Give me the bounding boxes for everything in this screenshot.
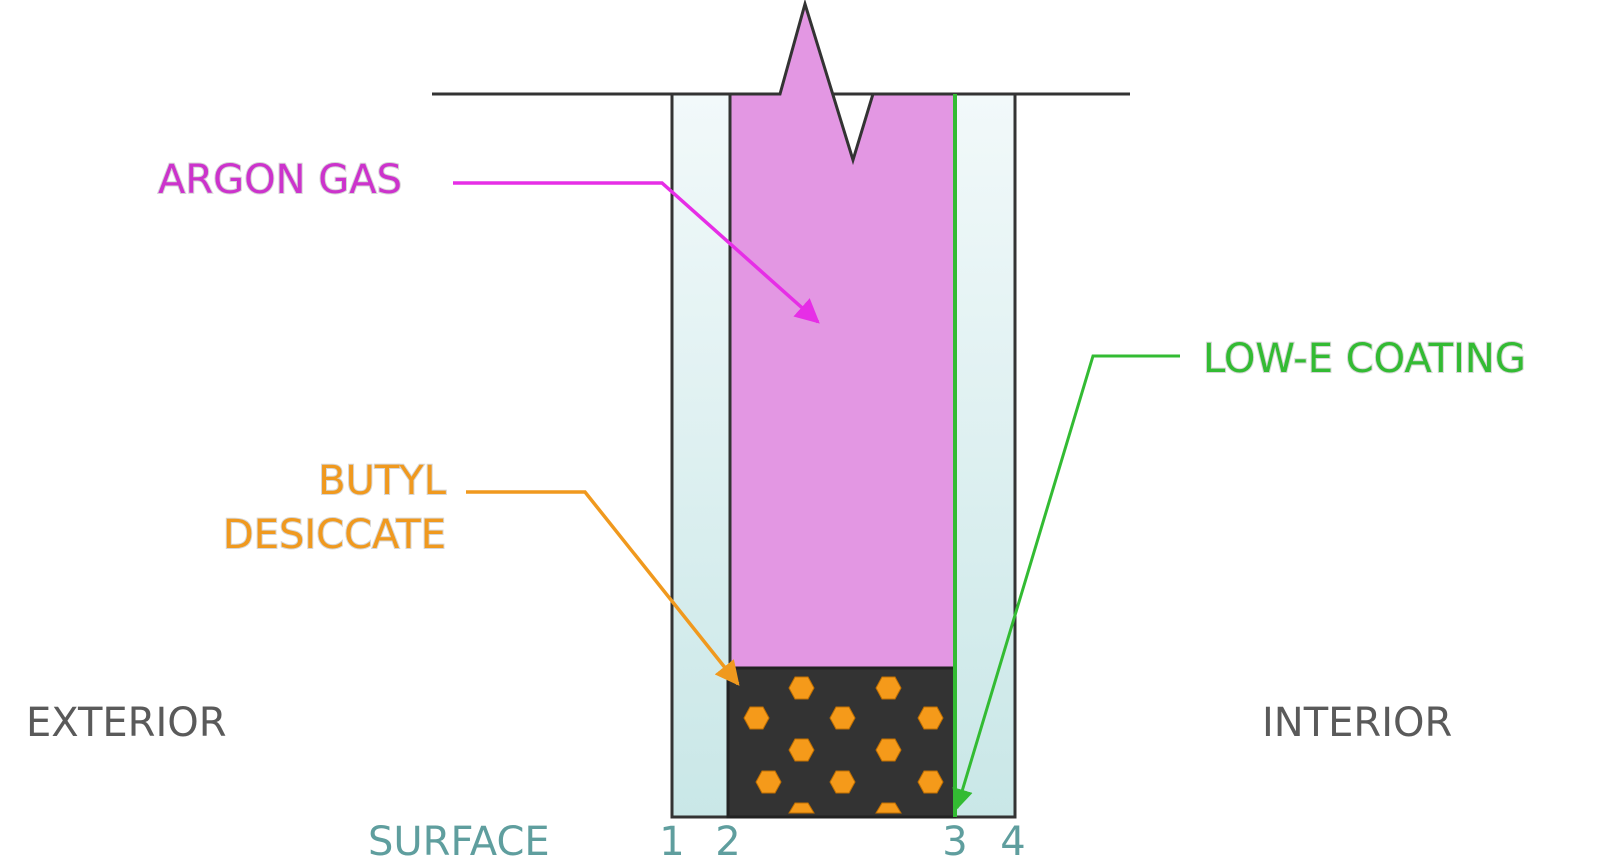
desiccant-granule: [829, 706, 856, 730]
desiccant-granule: [917, 770, 944, 794]
butyl-leader-arrow: [466, 490, 740, 686]
low-e-coating-label: LOW-E COATING: [1203, 336, 1526, 382]
surface-number-4: 4: [1000, 819, 1025, 858]
surface-number-2: 2: [715, 819, 740, 858]
butyl-label-line1: BUTYL: [318, 458, 447, 504]
desiccant-granule: [917, 706, 944, 730]
butyl-label-line2: DESICCATE: [223, 512, 446, 558]
desiccant-granules: [743, 676, 944, 814]
argon-gas-label: ARGON GAS: [158, 157, 402, 203]
argon-gas-cavity: [728, 0, 957, 670]
desiccant-granule: [788, 676, 815, 700]
low-e-leader-arrow: [952, 354, 1180, 811]
desiccant-granule: [743, 706, 770, 730]
exterior-label: EXTERIOR: [26, 700, 227, 746]
surface-number-3: 3: [942, 819, 967, 858]
interior-glass-pane: [953, 92, 1017, 819]
desiccant-granule: [788, 738, 815, 762]
surface-label: SURFACE: [368, 819, 550, 858]
desiccant-granule: [875, 738, 902, 762]
argon-gas-leader-arrow: [453, 181, 820, 324]
desiccant-granule: [829, 770, 856, 794]
desiccant-granule: [875, 802, 902, 814]
desiccant-granule: [788, 802, 815, 814]
exterior-glass-pane: [670, 92, 732, 819]
interior-label: INTERIOR: [1262, 700, 1452, 746]
desiccant-granule: [755, 770, 782, 794]
surface-number-1: 1: [659, 819, 684, 858]
desiccant-granule: [875, 676, 902, 700]
butyl-spacer: [726, 666, 957, 819]
